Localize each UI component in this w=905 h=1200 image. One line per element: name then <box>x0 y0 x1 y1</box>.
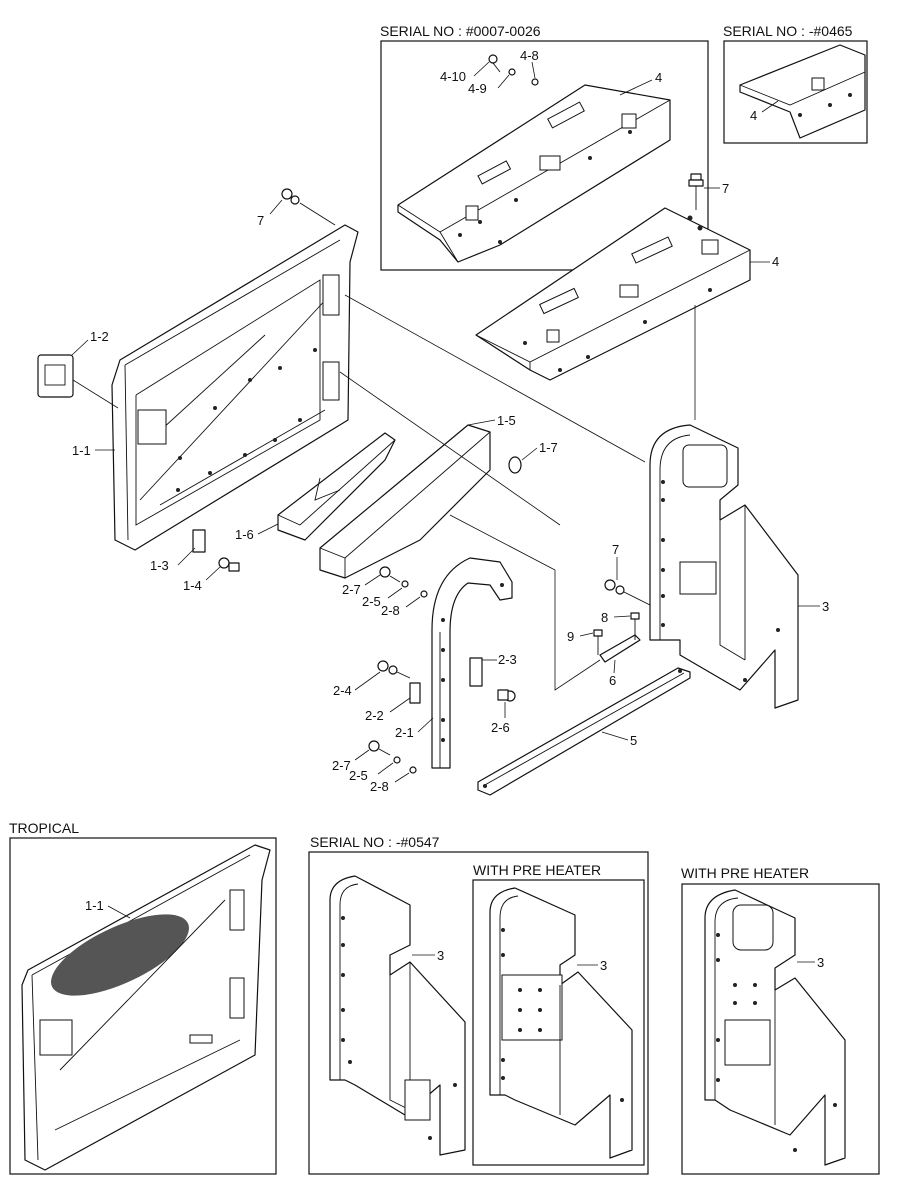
hinge-1-3-icon <box>192 529 206 553</box>
inset-serial-0547: SERIAL NO : -#0547 3 WITH PRE HEATER <box>308 834 649 1175</box>
stay-2-1 <box>431 557 513 769</box>
callout-7-mid: 7 <box>612 542 619 557</box>
callout-2-5b: 2-5 <box>349 768 368 783</box>
bolt-9-icon <box>593 629 603 655</box>
callout-1-2: 1-2 <box>90 329 109 344</box>
callout-7-top: 7 <box>722 181 729 196</box>
callout-2-8a: 2-8 <box>381 603 400 618</box>
bolt-2-7a-icon <box>379 566 401 583</box>
insulation-1-5 <box>319 424 491 579</box>
washer-2-8b-icon <box>409 766 417 774</box>
shroud-3-variant-e <box>704 889 846 1166</box>
callout-4-9: 4-9 <box>468 81 487 96</box>
preheater-2-header: WITH PRE HEATER <box>681 865 809 881</box>
callout-1-7: 1-7 <box>539 440 558 455</box>
callout-7-left: 7 <box>257 213 264 228</box>
callout-2-1: 2-1 <box>395 725 414 740</box>
shroud-3-main <box>649 424 799 709</box>
callout-4-inset-b: 4 <box>750 108 757 123</box>
serial-0547-header: SERIAL NO : -#0547 <box>310 834 440 850</box>
inset-serial-0465: SERIAL NO : -#0465 4 <box>723 23 868 144</box>
bolt-1-4-icon <box>218 557 240 572</box>
callout-2-7b: 2-7 <box>332 758 351 773</box>
callout-3-main: 3 <box>822 599 829 614</box>
callout-1-4: 1-4 <box>183 578 202 593</box>
callout-3-e: 3 <box>817 955 824 970</box>
washer-2-5b-icon <box>393 756 401 764</box>
callout-6: 6 <box>609 673 616 688</box>
callout-1-5: 1-5 <box>497 413 516 428</box>
washer-2-8a-icon <box>420 590 428 598</box>
bolt-7-left-icon <box>281 188 336 226</box>
callout-2-2: 2-2 <box>365 708 384 723</box>
washer-2-5a-icon <box>401 580 409 588</box>
inset-serial-0007-0026: SERIAL NO : #0007-0026 4-10 4-9 4-8 4 <box>380 23 709 271</box>
bolt-4-10-icon <box>488 54 501 73</box>
callout-1-6: 1-6 <box>235 527 254 542</box>
bolt-2-7b-icon <box>368 740 391 756</box>
callout-2-4: 2-4 <box>333 683 352 698</box>
serial-0007-0026-header: SERIAL NO : #0007-0026 <box>380 23 541 39</box>
bracket-4-inset <box>397 84 671 263</box>
tropical-header: TROPICAL <box>9 820 79 836</box>
bolt-7-top-icon <box>688 173 704 210</box>
shroud-3-variant-d <box>489 887 633 1159</box>
bracket-2-3-icon <box>469 657 483 687</box>
clip-1-7-icon <box>508 456 522 474</box>
bracket-4-main <box>475 207 751 381</box>
washer-4-9-icon <box>508 68 516 76</box>
callout-1-1-tropical: 1-1 <box>85 898 104 913</box>
inset-preheater-right: WITH PRE HEATER 3 <box>681 865 880 1175</box>
callout-3-d: 3 <box>600 958 607 973</box>
callout-4-top: 4 <box>655 70 662 85</box>
callout-2-3: 2-3 <box>498 652 517 667</box>
bracket-6-icon <box>599 634 641 663</box>
plate-2-2-icon <box>409 682 421 704</box>
callout-5: 5 <box>630 733 637 748</box>
bolt-8-icon <box>630 612 640 640</box>
callout-3-c: 3 <box>437 948 444 963</box>
insulation-1-6 <box>277 432 396 541</box>
bolt-2-4-icon <box>377 660 411 679</box>
callout-4-main: 4 <box>772 254 779 269</box>
callout-1-1: 1-1 <box>72 443 91 458</box>
bolt-2-6-icon <box>497 689 516 702</box>
callout-9: 9 <box>567 629 574 644</box>
inset-border <box>380 40 709 271</box>
nut-4-8-icon <box>531 78 539 86</box>
serial-0465-header: SERIAL NO : -#0465 <box>723 23 853 39</box>
shroud-3-variant-c <box>329 875 466 1156</box>
bar-5 <box>477 667 691 796</box>
preheater-1-header: WITH PRE HEATER <box>473 862 601 878</box>
door-panel-1-1 <box>111 224 359 551</box>
inset-border <box>681 883 880 1175</box>
callout-8: 8 <box>601 610 608 625</box>
inset-border <box>9 837 277 1175</box>
callout-1-3: 1-3 <box>150 558 169 573</box>
callout-2-6: 2-6 <box>491 720 510 735</box>
inset-border <box>472 879 645 1166</box>
latch-1-2-icon <box>37 354 74 398</box>
callout-2-7a: 2-7 <box>342 582 361 597</box>
callout-2-5a: 2-5 <box>362 594 381 609</box>
callout-4-8: 4-8 <box>520 48 539 63</box>
bolt-7-mid-icon <box>604 579 651 606</box>
inset-tropical: TROPICAL <box>9 820 277 1175</box>
inset-border <box>723 40 868 144</box>
inset-border <box>308 851 649 1175</box>
callout-2-8b: 2-8 <box>370 779 389 794</box>
callout-4-10: 4-10 <box>440 69 466 84</box>
